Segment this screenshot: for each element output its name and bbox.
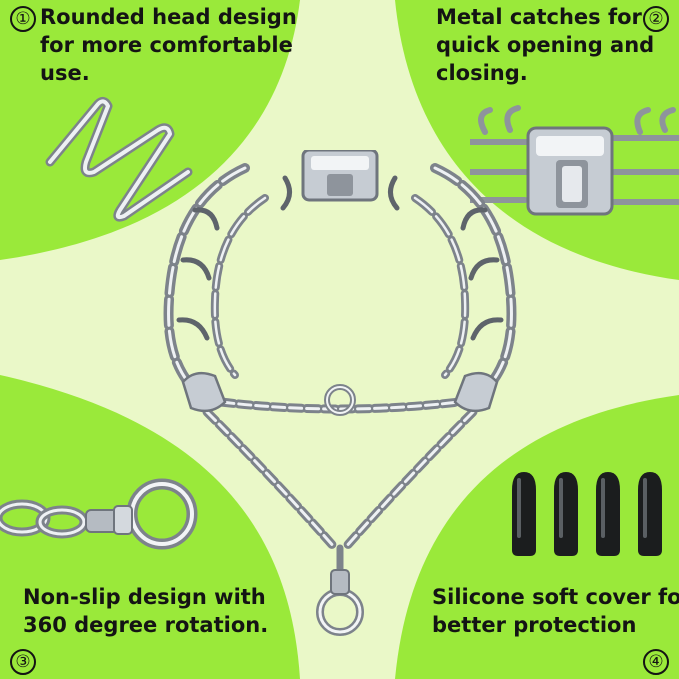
caption-line: closing. xyxy=(436,61,528,85)
silicone-cap-icon xyxy=(512,472,662,556)
caption-silicone-cover: Silicone soft cover for better protectio… xyxy=(432,583,679,639)
caption-line: Rounded head design xyxy=(40,5,297,29)
caption-line: better protection xyxy=(432,613,637,637)
feature-number-1: ① xyxy=(10,6,36,32)
swivel-ring-icon xyxy=(0,478,198,550)
panel-bottom-right xyxy=(395,395,679,679)
rounded-prong-icon xyxy=(45,96,193,222)
caption-line: quick opening and xyxy=(436,33,655,57)
prong-collar-icon xyxy=(163,150,517,636)
feature-number-4: ④ xyxy=(643,649,669,675)
caption-line: use. xyxy=(40,61,90,85)
caption-line: for more comfortable xyxy=(40,33,293,57)
caption-metal-catches: Metal catches for quick opening and clos… xyxy=(436,3,654,87)
feature-number-2: ② xyxy=(643,6,669,32)
caption-rounded-head: Rounded head design for more comfortable… xyxy=(40,3,297,87)
caption-line: 360 degree rotation. xyxy=(23,613,269,637)
caption-line: Metal catches for xyxy=(436,5,642,29)
caption-line: Silicone soft cover for xyxy=(432,585,679,609)
caption-non-slip: Non-slip design with 360 degree rotation… xyxy=(23,583,268,639)
panel-bottom-left xyxy=(0,375,300,679)
caption-line: Non-slip design with xyxy=(23,585,266,609)
feature-number-3: ③ xyxy=(10,649,36,675)
